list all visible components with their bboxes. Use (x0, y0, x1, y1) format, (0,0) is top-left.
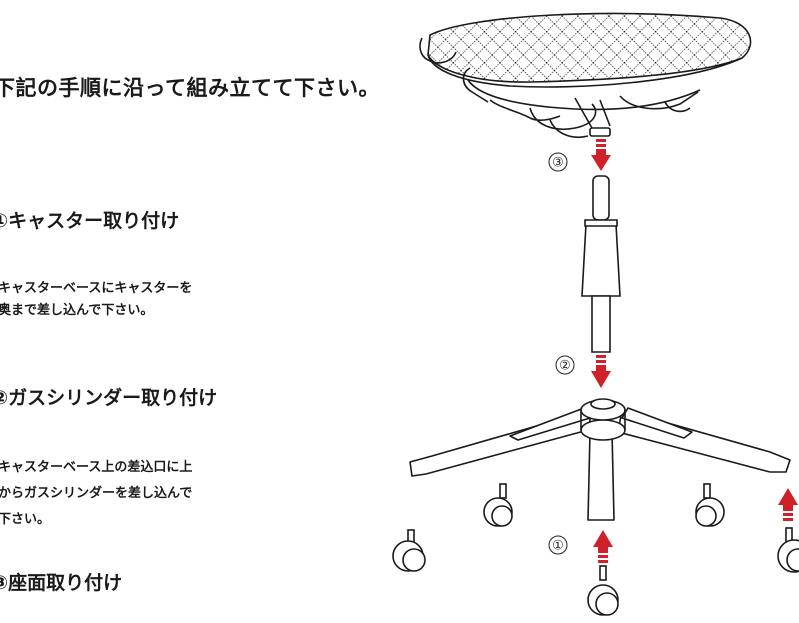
step-3-label: ③ (552, 156, 564, 171)
step-1-heading: ①キャスター取り付け (0, 210, 180, 232)
step-2-label: ② (559, 359, 571, 374)
assembly-illustration: ③ ② (392, 12, 799, 616)
gas-cylinder-icon (581, 175, 621, 353)
caster-icon (392, 529, 426, 572)
arrow-up-icon (778, 488, 798, 521)
step-2-line-2: からガスシリンダーを差し込んで (0, 486, 193, 501)
step-2-heading: ②ガスシリンダー取り付け (0, 387, 218, 409)
step-3-heading: ③座面取り付け (0, 572, 123, 594)
step-3-marker (548, 152, 568, 172)
instruction-text: 下記の手順に沿って組み立てて下さい。 ①キャスター取り付け キャスターベースにキ… (0, 76, 380, 594)
caster-icon (483, 483, 513, 527)
arrow-down-icon (591, 139, 611, 171)
step-1-line-1: キャスターベースにキャスターを (0, 281, 193, 296)
arrow-down-icon (591, 355, 611, 388)
arrow-up-icon (593, 530, 613, 563)
step-2-marker (555, 355, 575, 375)
intro-text: 下記の手順に沿って組み立てて下さい。 (0, 76, 380, 100)
seat-icon (419, 12, 752, 138)
step-1-label: ① (552, 539, 564, 554)
step-1-line-2: 奥まで差し込んで下さい。 (0, 303, 154, 318)
step-2-line-3: 下さい。 (0, 512, 51, 527)
caster-icon (695, 483, 725, 527)
step-1-marker (548, 535, 568, 555)
caster-icon (777, 527, 799, 573)
step-2-line-1: キャスターベース上の差込口に上 (0, 460, 193, 475)
caster-icon (587, 565, 619, 616)
caster-base-icon (409, 398, 791, 521)
